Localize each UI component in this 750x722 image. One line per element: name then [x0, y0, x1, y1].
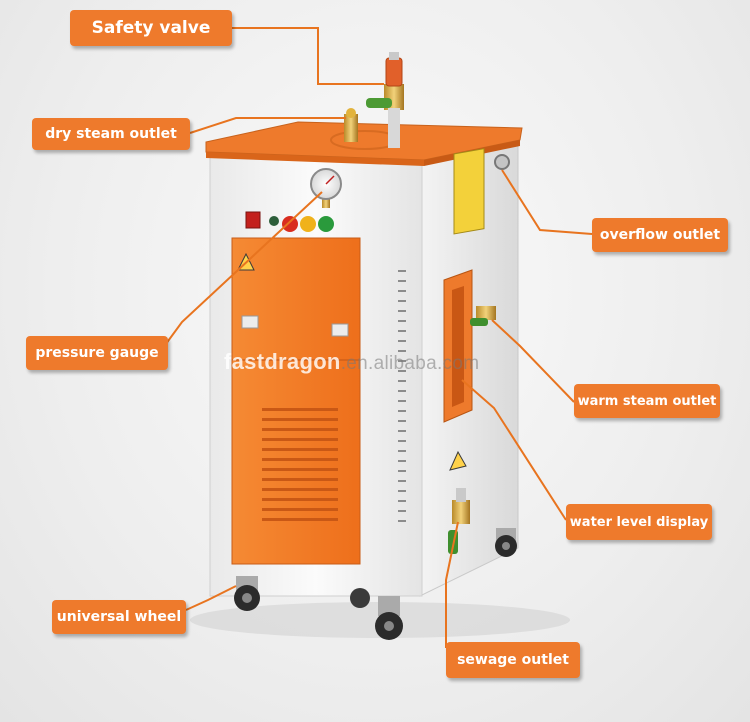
- label-safety-valve-text: Safety valve: [91, 18, 211, 38]
- wheel-rear-right: [495, 528, 517, 557]
- label-water-level-display: water level display: [566, 504, 712, 540]
- leader-lines: [159, 27, 593, 648]
- label-sewage-outlet-text: sewage outlet: [457, 652, 569, 668]
- watermark: fastdragon.en.alibaba.com: [224, 349, 479, 375]
- sewage-fitting: [452, 500, 470, 524]
- safety-valve-top: [389, 52, 399, 60]
- warning-triangle-side: [449, 450, 467, 471]
- safety-valve-handle: [366, 98, 392, 108]
- label-warm-steam-outlet: warm steam outlet: [574, 384, 720, 418]
- panel-vent-grid: [262, 408, 338, 521]
- top-lid-edge: [206, 152, 424, 166]
- dry-steam-knob: [346, 108, 356, 118]
- wheel-front-left: [234, 576, 260, 611]
- valve-pipe: [388, 108, 400, 148]
- water-level-glass: [452, 286, 464, 407]
- leader-universal-wheel: [185, 585, 237, 611]
- warm-steam-handle: [470, 318, 488, 326]
- label-overflow-outlet-text: overflow outlet: [599, 227, 721, 243]
- warm-steam-fitting: [476, 306, 496, 320]
- label-water-level-display-text: water level display: [569, 514, 709, 530]
- orange-front-panel: [231, 237, 361, 565]
- label-warm-steam-outlet-text: warm steam outlet: [577, 393, 717, 409]
- leader-dry-steam: [189, 117, 346, 134]
- label-dry-steam-outlet: dry steam outlet: [32, 118, 190, 150]
- green-button: [318, 216, 334, 232]
- watermark-brand: fastdragon: [224, 349, 341, 374]
- wheel-rear-left: [350, 588, 370, 608]
- side-vents: [398, 270, 406, 522]
- leader-water-level: [461, 379, 567, 521]
- panel-handle-left: [241, 315, 259, 329]
- yellow-button: [300, 216, 316, 232]
- label-pressure-gauge-text: pressure gauge: [35, 345, 159, 361]
- wheel-front-right: [375, 596, 403, 640]
- leader-sewage: [445, 521, 459, 648]
- warning-sticker: [453, 148, 485, 235]
- label-safety-valve: Safety valve: [70, 10, 232, 46]
- leader-warm-steam: [491, 319, 575, 403]
- indicator-light-1: [269, 216, 279, 226]
- label-sewage-outlet: sewage outlet: [446, 642, 580, 678]
- leader-safety-valve: [232, 27, 384, 85]
- label-universal-wheel-text: universal wheel: [56, 609, 182, 625]
- power-switch: [245, 211, 261, 229]
- red-button: [282, 216, 298, 232]
- gauge-needle: [325, 175, 335, 185]
- label-overflow-outlet: overflow outlet: [592, 218, 728, 252]
- panel-handle-right: [331, 323, 349, 337]
- watermark-domain: .en.alibaba.com: [340, 353, 480, 374]
- dry-steam-fitting: [344, 114, 358, 142]
- drain-pipe: [456, 488, 466, 502]
- label-universal-wheel: universal wheel: [52, 600, 186, 634]
- label-pressure-gauge: pressure gauge: [26, 336, 168, 370]
- leader-overflow: [501, 169, 593, 235]
- label-dry-steam-outlet-text: dry steam outlet: [45, 126, 177, 142]
- safety-valve-cap: [385, 57, 403, 87]
- overflow-outlet-port: [494, 154, 510, 170]
